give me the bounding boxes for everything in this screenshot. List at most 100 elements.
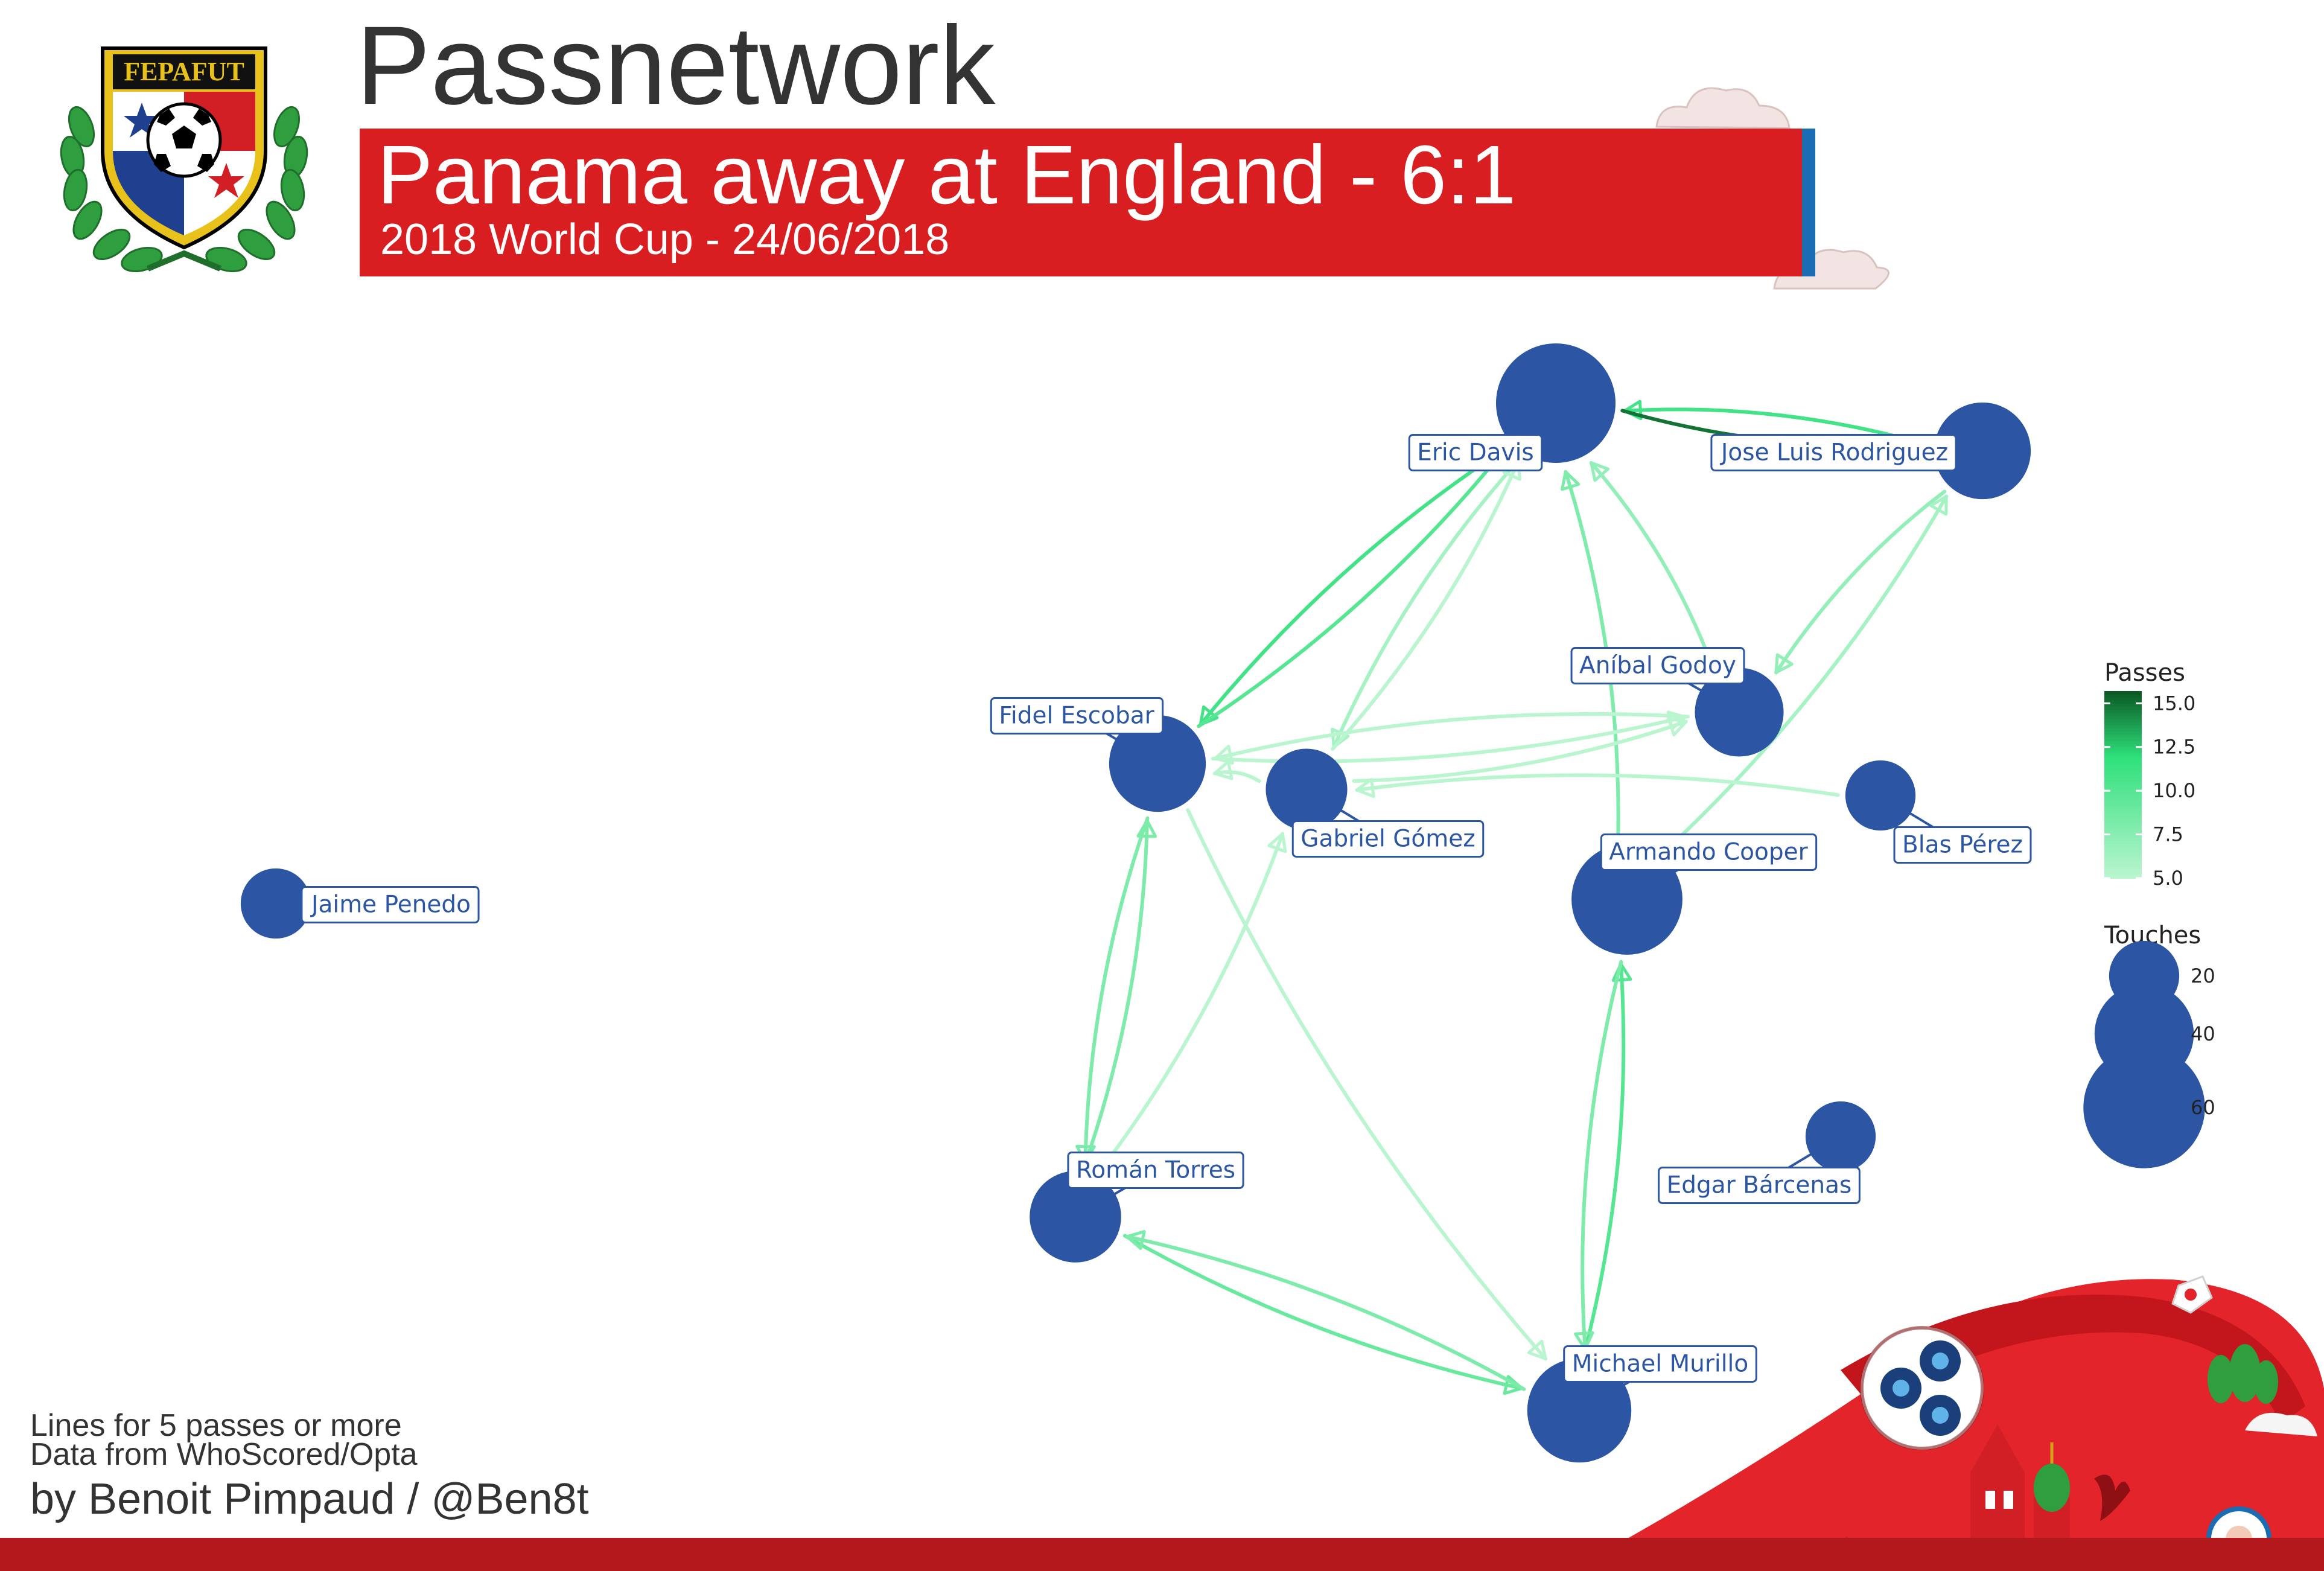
colorbar-step bbox=[2104, 806, 2142, 811]
player-name: Eric Davis bbox=[1417, 439, 1534, 467]
player-name: Edgar Bárcenas bbox=[1667, 1172, 1852, 1199]
colorbar-step bbox=[2104, 809, 2142, 814]
colorbar-step bbox=[2104, 794, 2142, 798]
colorbar-step bbox=[2104, 859, 2142, 864]
player-node bbox=[1527, 1358, 1632, 1463]
colorbar-step bbox=[2104, 788, 2142, 792]
colorbar-step bbox=[2104, 781, 2142, 785]
match-title: Panama away at England - 6:1 bbox=[377, 129, 1517, 221]
colorbar-step bbox=[2104, 868, 2142, 873]
author-credit: by Benoit Pimpaud / @Ben8t bbox=[30, 1475, 589, 1523]
player-name: Armando Cooper bbox=[1609, 839, 1808, 866]
player-node bbox=[1109, 715, 1206, 812]
legend-passes-title: Passes bbox=[2104, 659, 2185, 687]
colorbar-step bbox=[2104, 703, 2142, 707]
colorbar-step bbox=[2104, 706, 2142, 710]
pass-edge bbox=[1352, 717, 1688, 783]
logo-text: FEPAFUT bbox=[124, 57, 244, 86]
note-source: Data from WhoScored/Opta bbox=[30, 1437, 418, 1472]
player-name: Jaime Penedo bbox=[310, 891, 471, 919]
pass-edge bbox=[1199, 446, 1508, 727]
player-label: Michael Murillo bbox=[1563, 1345, 1757, 1383]
colorbar-step bbox=[2104, 797, 2142, 801]
title-banner bbox=[360, 129, 1802, 276]
pass-edge bbox=[1774, 489, 1947, 675]
colorbar-step bbox=[2104, 825, 2142, 829]
player-name: Fidel Escobar bbox=[999, 703, 1154, 730]
player-node bbox=[1934, 402, 2031, 500]
cloud-decoration bbox=[1655, 87, 1889, 290]
legend-touch-circle bbox=[2083, 1047, 2205, 1168]
colorbar-step bbox=[2104, 785, 2142, 789]
pass-edge bbox=[1574, 960, 1623, 1351]
colorbar-step bbox=[2104, 741, 2142, 745]
colorbar-tick-label: 12.5 bbox=[2153, 736, 2195, 759]
colorbar-step bbox=[2104, 865, 2142, 870]
colorbar-step bbox=[2104, 756, 2142, 760]
player-node bbox=[1571, 844, 1683, 955]
player-label: Armando Cooper bbox=[1600, 833, 1818, 871]
colorbar-tick-label: 15.0 bbox=[2153, 692, 2195, 715]
colorbar-step bbox=[2104, 775, 2142, 779]
colorbar-step bbox=[2104, 837, 2142, 841]
fepafut-logo: FEPAFUT bbox=[60, 46, 308, 272]
page-title: Passnetwork bbox=[356, 4, 996, 128]
colorbar-step bbox=[2104, 694, 2142, 698]
colorbar-step bbox=[2104, 822, 2142, 826]
player-label: Gabriel Gómez bbox=[1291, 820, 1485, 858]
player-node bbox=[240, 868, 311, 939]
colorbar-step bbox=[2104, 828, 2142, 832]
player-label: Jaime Penedo bbox=[301, 886, 480, 923]
colorbar-tick-label: 7.5 bbox=[2153, 823, 2183, 846]
player-label: Edgar Bárcenas bbox=[1658, 1167, 1861, 1204]
player-label: Jose Luis Rodriguez bbox=[1710, 434, 1957, 471]
colorbar-step bbox=[2104, 750, 2142, 754]
player-name: Aníbal Godoy bbox=[1579, 652, 1736, 680]
pass-edge bbox=[1197, 448, 1506, 728]
player-name: Blas Pérez bbox=[1902, 832, 2023, 859]
match-date: 2018 World Cup - 24/06/2018 bbox=[380, 215, 950, 264]
colorbar-step bbox=[2104, 753, 2142, 757]
colorbar-step bbox=[2104, 831, 2142, 835]
colorbar-step bbox=[2104, 803, 2142, 808]
colorbar-step bbox=[2104, 850, 2142, 854]
player-label: Román Torres bbox=[1067, 1152, 1244, 1189]
colorbar-step bbox=[2104, 716, 2142, 720]
pass-edge bbox=[1212, 760, 1261, 783]
colorbar-step bbox=[2104, 728, 2142, 733]
player-node bbox=[1030, 1171, 1121, 1263]
player-name: Jose Luis Rodriguez bbox=[1719, 439, 1948, 467]
colorbar-step bbox=[2104, 818, 2142, 823]
colorbar-step bbox=[2104, 747, 2142, 751]
colorbar-step bbox=[2104, 834, 2142, 838]
legend-touch-label: 60 bbox=[2191, 1096, 2215, 1119]
colorbar-step bbox=[2104, 700, 2142, 704]
colorbar-step bbox=[2104, 812, 2142, 817]
colorbar-step bbox=[2104, 800, 2142, 804]
player-label: Blas Pérez bbox=[1893, 826, 2032, 864]
pass-edge bbox=[1083, 818, 1157, 1167]
player-name: Michael Murillo bbox=[1572, 1351, 1749, 1378]
colorbar-tick-label: 10.0 bbox=[2153, 779, 2195, 802]
colorbar-step bbox=[2104, 872, 2142, 876]
colorbar-step bbox=[2104, 844, 2142, 848]
player-label: Fidel Escobar bbox=[990, 697, 1164, 735]
colorbar-step bbox=[2104, 710, 2142, 714]
colorbar-step bbox=[2104, 769, 2142, 773]
player-node bbox=[1805, 1101, 1876, 1172]
player-label: Eric Davis bbox=[1408, 434, 1543, 471]
colorbar-step bbox=[2104, 691, 2142, 695]
colorbar-step bbox=[2104, 875, 2142, 879]
player-label: Aníbal Godoy bbox=[1570, 647, 1745, 684]
colorbar-step bbox=[2104, 713, 2142, 717]
pass-edge bbox=[1589, 460, 1715, 670]
colorbar-step bbox=[2104, 847, 2142, 851]
colorbar-step bbox=[2104, 744, 2142, 748]
colorbar-step bbox=[2104, 738, 2142, 742]
pass-edge bbox=[1186, 808, 1548, 1361]
pass-edge bbox=[1098, 832, 1287, 1172]
colorbar-step bbox=[2104, 731, 2142, 736]
player-node bbox=[1495, 343, 1616, 464]
